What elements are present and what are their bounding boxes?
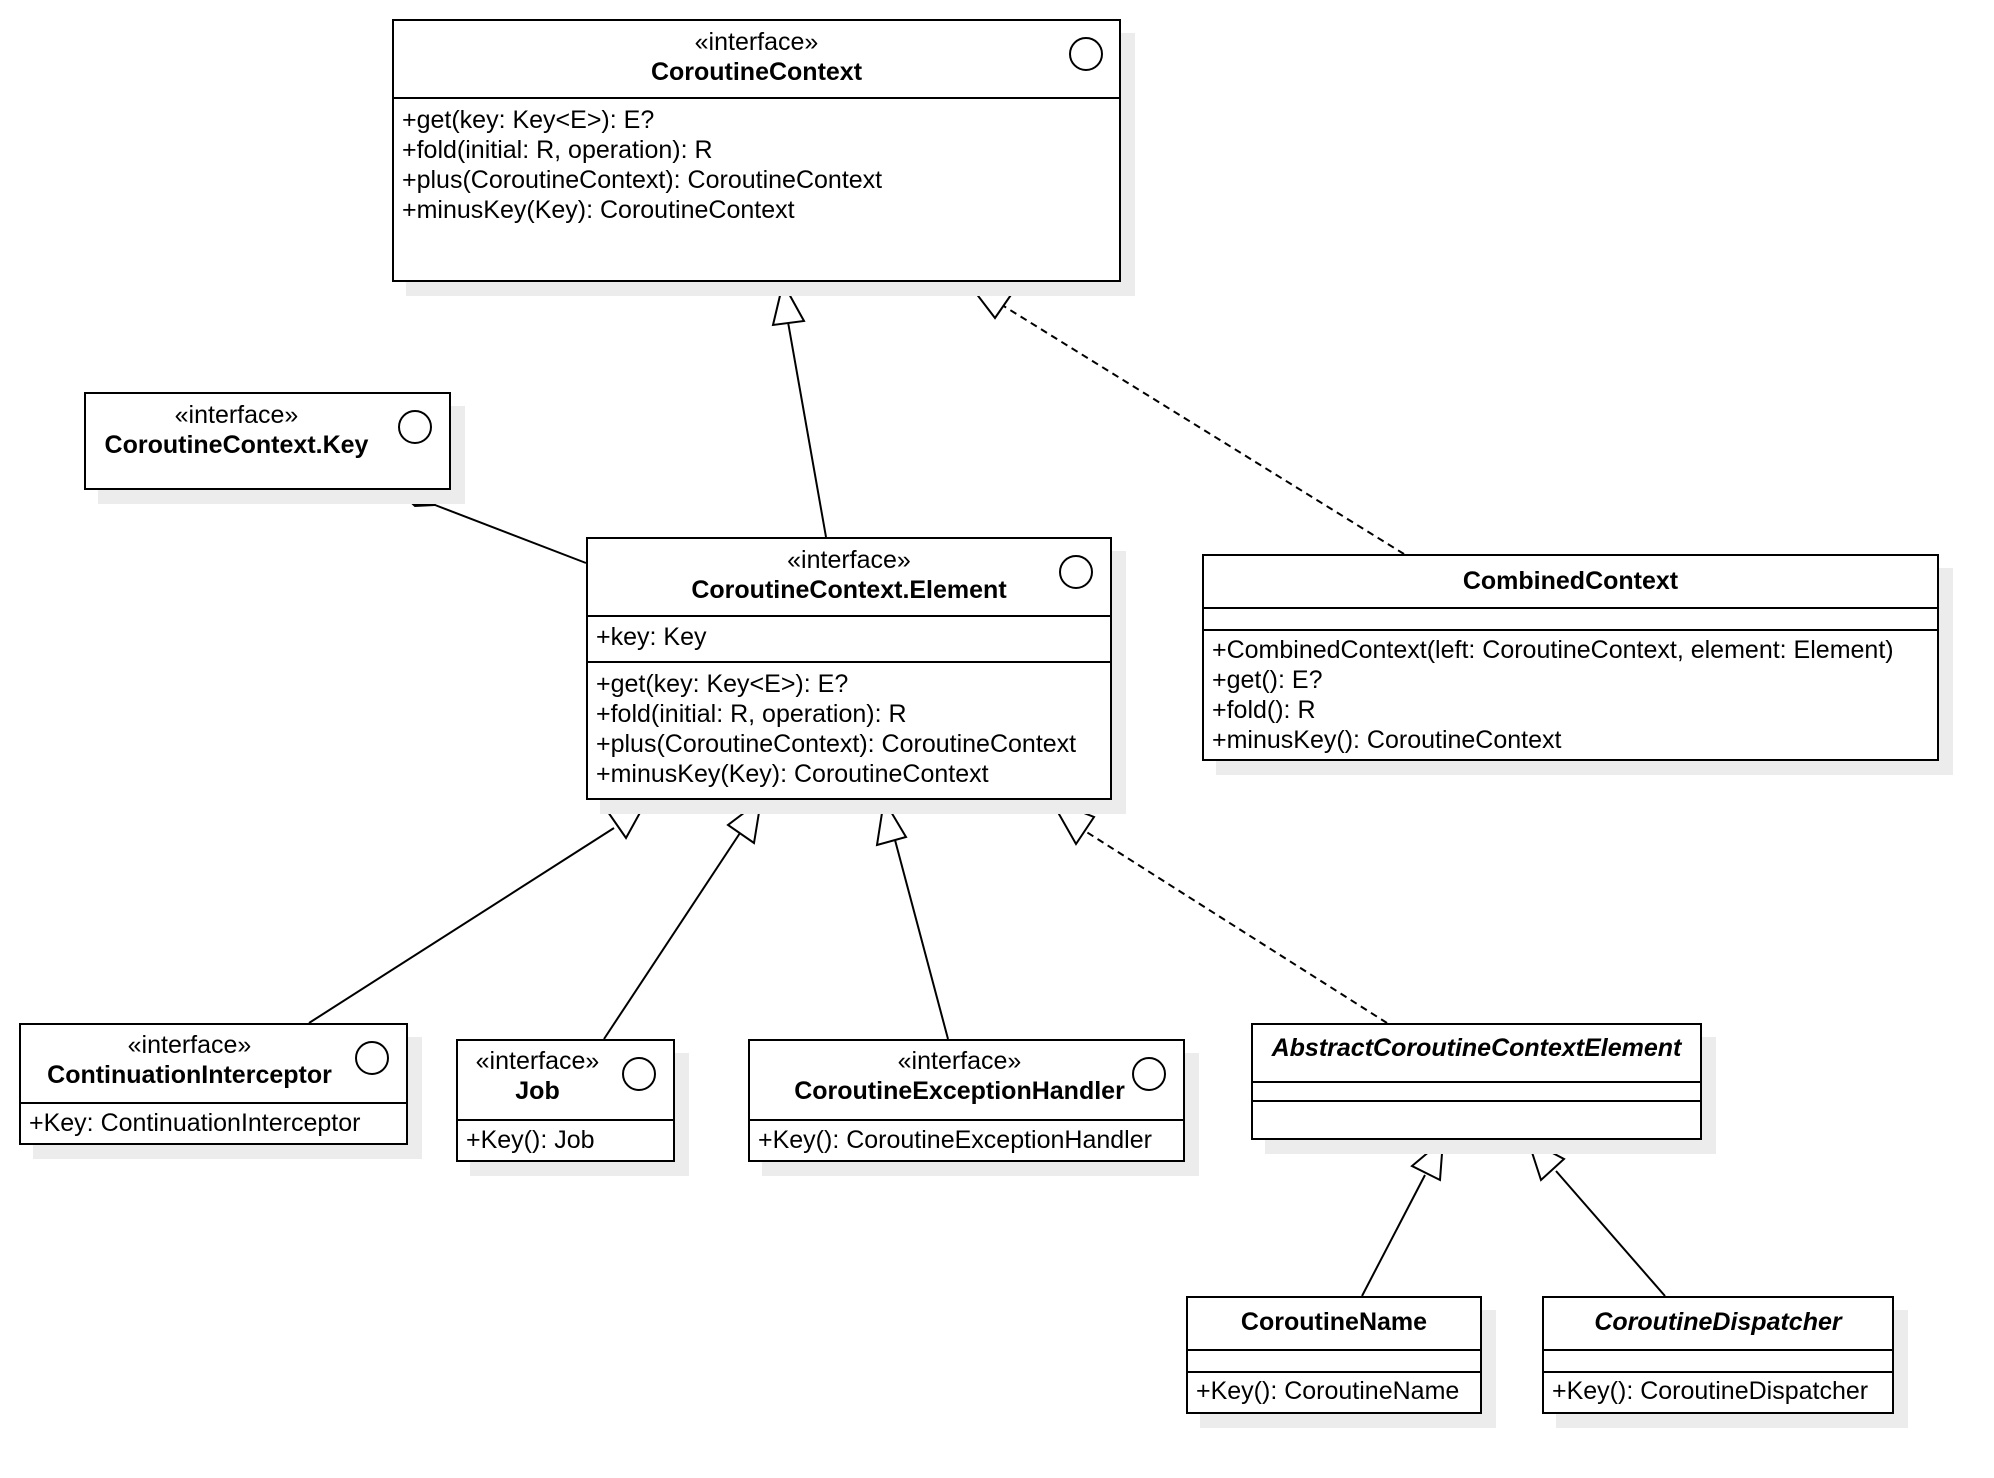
class-name: CoroutineExceptionHandler bbox=[794, 1077, 1125, 1105]
realization-abstract-to-element bbox=[1084, 830, 1388, 1024]
interface-circle-icon bbox=[1059, 555, 1093, 589]
class-header: «interface» CoroutineContext bbox=[394, 21, 1119, 97]
attributes-compartment bbox=[1188, 1349, 1480, 1371]
class-name: CoroutineDispatcher bbox=[1594, 1308, 1842, 1336]
class-header: «interface» Job bbox=[458, 1041, 673, 1119]
class-name: AbstractCoroutineContextElement bbox=[1271, 1034, 1682, 1062]
interface-circle-icon bbox=[1132, 1057, 1166, 1091]
class-name: CoroutineContext.Element bbox=[691, 576, 1007, 604]
operation: +CombinedContext(left: CoroutineContext,… bbox=[1212, 636, 1894, 664]
attributes-compartment: +key: Key bbox=[588, 615, 1110, 661]
operations-compartment: +get(key: Key<E>): E? +fold(initial: R, … bbox=[588, 661, 1110, 789]
interface-circle-icon bbox=[622, 1057, 656, 1091]
operations-compartment: +CombinedContext(left: CoroutineContext,… bbox=[1204, 629, 1937, 755]
class-coroutine-exception-handler[interactable]: «interface» CoroutineExceptionHandler +K… bbox=[748, 1039, 1185, 1162]
members-compartment: +Key(): CoroutineExceptionHandler bbox=[750, 1119, 1183, 1155]
attributes-compartment bbox=[1204, 607, 1937, 629]
stereotype-label: «interface» bbox=[897, 1047, 1022, 1075]
operation: +get(key: Key<E>): E? bbox=[402, 106, 655, 134]
class-header: «interface» CoroutineContext.Element bbox=[588, 539, 1110, 615]
class-coroutine-name[interactable]: CoroutineName +Key(): CoroutineName bbox=[1186, 1296, 1482, 1414]
members-compartment: +Key(): CoroutineDispatcher bbox=[1544, 1371, 1892, 1406]
class-header: CoroutineDispatcher bbox=[1544, 1298, 1892, 1349]
generalization-handler-to-element bbox=[894, 839, 949, 1040]
operations-compartment: +get(key: Key<E>): E? +fold(initial: R, … bbox=[394, 97, 1119, 225]
generalization-arrowhead bbox=[1526, 1137, 1566, 1182]
member: +Key: ContinuationInterceptor bbox=[29, 1109, 361, 1137]
class-name: Job bbox=[515, 1077, 560, 1105]
operation: +get(key: Key<E>): E? bbox=[596, 670, 849, 698]
operation: +plus(CoroutineContext): CoroutineContex… bbox=[402, 166, 883, 194]
operation: +get(): E? bbox=[1212, 666, 1323, 694]
interface-circle-icon bbox=[1069, 37, 1103, 71]
class-combined-context[interactable]: CombinedContext +CombinedContext(left: C… bbox=[1202, 554, 1939, 761]
operations-compartment bbox=[1253, 1100, 1700, 1102]
attributes-compartment bbox=[1253, 1081, 1700, 1100]
interface-circle-icon bbox=[355, 1041, 389, 1075]
class-continuation-interceptor[interactable]: «interface» ContinuationInterceptor +Key… bbox=[19, 1023, 408, 1145]
class-name: CoroutineContext bbox=[650, 58, 863, 86]
attribute: +key: Key bbox=[596, 623, 707, 651]
stereotype-label: «interface» bbox=[694, 28, 819, 56]
class-header: CoroutineName bbox=[1188, 1298, 1480, 1349]
composition-diamond bbox=[395, 489, 438, 508]
class-coroutine-dispatcher[interactable]: CoroutineDispatcher +Key(): CoroutineDis… bbox=[1542, 1296, 1894, 1414]
operation: +minusKey(Key): CoroutineContext bbox=[402, 196, 795, 224]
members-compartment: +Key(): CoroutineName bbox=[1188, 1371, 1480, 1406]
class-name: ContinuationInterceptor bbox=[47, 1061, 332, 1089]
generalization-job-to-element bbox=[603, 832, 741, 1040]
member: +Key(): CoroutineExceptionHandler bbox=[758, 1126, 1152, 1154]
stereotype-label: «interface» bbox=[127, 1031, 252, 1059]
stereotype-label: «interface» bbox=[787, 546, 911, 574]
member: +Key(): CoroutineName bbox=[1196, 1377, 1460, 1405]
realization-arrowhead bbox=[966, 282, 1015, 320]
generalization-interceptor-to-element bbox=[308, 827, 615, 1024]
composition-element-to-key bbox=[434, 504, 587, 564]
class-coroutine-context-key[interactable]: «interface» CoroutineContext.Key bbox=[84, 392, 451, 490]
generalization-element-to-context bbox=[787, 321, 827, 538]
operation: +fold(): R bbox=[1212, 696, 1316, 724]
class-name: CombinedContext bbox=[1462, 567, 1679, 595]
class-header: «interface» ContinuationInterceptor bbox=[21, 1025, 406, 1102]
class-coroutine-context[interactable]: «interface» CoroutineContext +get(key: K… bbox=[392, 19, 1121, 282]
generalization-arrowhead bbox=[1410, 1137, 1445, 1182]
operation: +minusKey(): CoroutineContext bbox=[1212, 726, 1562, 754]
generalization-arrowhead bbox=[726, 797, 763, 845]
attributes-compartment bbox=[1544, 1349, 1892, 1371]
stereotype-label: «interface» bbox=[174, 401, 299, 429]
class-header: AbstractCoroutineContextElement bbox=[1253, 1025, 1700, 1081]
members-compartment: +Key(): Job bbox=[458, 1119, 673, 1155]
class-name: CoroutineContext.Key bbox=[104, 431, 369, 459]
class-header: «interface» CoroutineContext.Key bbox=[86, 394, 449, 488]
member: +Key(): CoroutineDispatcher bbox=[1552, 1377, 1869, 1405]
operation: +fold(initial: R, operation): R bbox=[402, 136, 713, 164]
realization-combined-to-context bbox=[1001, 304, 1405, 555]
generalization-arrowhead bbox=[771, 280, 806, 327]
generalization-arrowhead bbox=[606, 798, 650, 840]
generalization-dispatcher-to-abstract bbox=[1555, 1170, 1666, 1297]
class-header: «interface» CoroutineExceptionHandler bbox=[750, 1041, 1183, 1119]
class-name: CoroutineName bbox=[1240, 1308, 1428, 1336]
stereotype-label: «interface» bbox=[475, 1047, 600, 1075]
interface-circle-icon bbox=[398, 410, 432, 444]
member: +Key(): Job bbox=[466, 1126, 595, 1154]
class-abstract-coroutine-context-element[interactable]: AbstractCoroutineContextElement bbox=[1251, 1023, 1702, 1140]
members-compartment: +Key: ContinuationInterceptor bbox=[21, 1102, 406, 1138]
realization-arrowhead bbox=[1048, 798, 1096, 846]
operation: +fold(initial: R, operation): R bbox=[596, 700, 907, 728]
class-header: CombinedContext bbox=[1204, 556, 1937, 607]
operation: +plus(CoroutineContext): CoroutineContex… bbox=[596, 730, 1077, 758]
class-coroutine-context-element[interactable]: «interface» CoroutineContext.Element +ke… bbox=[586, 537, 1112, 800]
operation: +minusKey(Key): CoroutineContext bbox=[596, 760, 989, 788]
class-job[interactable]: «interface» Job +Key(): Job bbox=[456, 1039, 675, 1162]
generalization-name-to-abstract bbox=[1361, 1174, 1426, 1297]
generalization-arrowhead bbox=[875, 797, 908, 847]
